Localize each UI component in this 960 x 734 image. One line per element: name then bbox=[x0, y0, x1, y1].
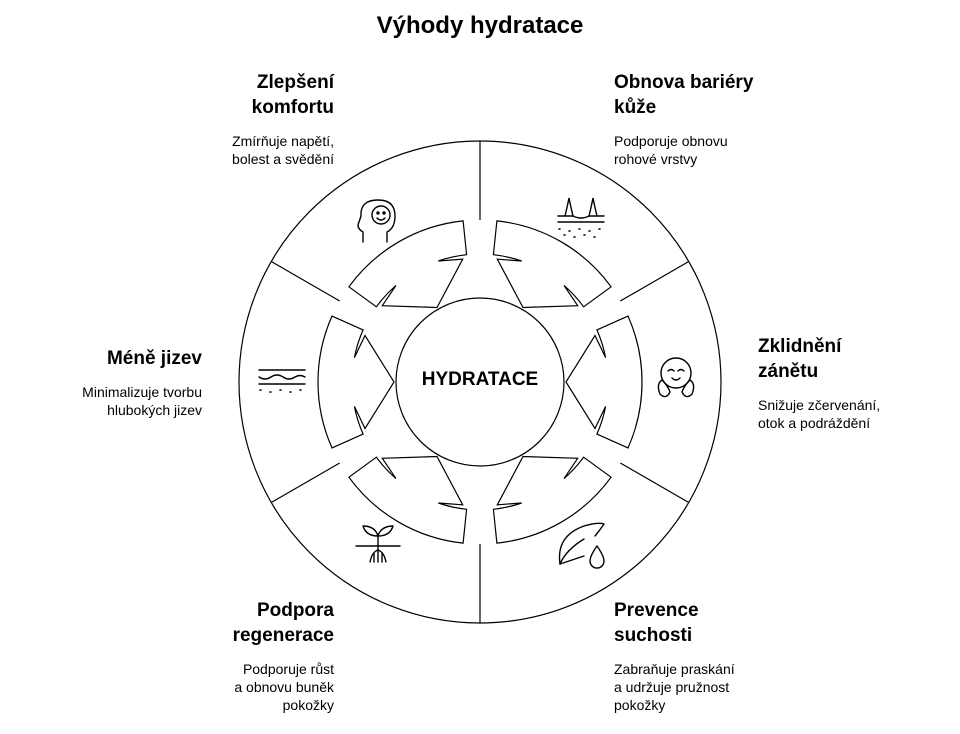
inward-arrow bbox=[348, 455, 468, 544]
benefit-description: Zabraňuje praskání a udržuje pružnost po… bbox=[614, 661, 735, 713]
benefit-heading: Zlepšení komfortu bbox=[251, 72, 334, 118]
benefit-regeneration: Podpora regenerace Podporuje růst a obno… bbox=[233, 598, 334, 714]
benefit-description: Podporuje růst a obnovu buněk pokožky bbox=[234, 661, 334, 713]
benefit-barrier: Obnova bariéry kůže Podporuje obnovu roh… bbox=[614, 70, 753, 168]
benefit-dryness: Prevence suchosti Zabraňuje praskání a u… bbox=[614, 598, 735, 714]
inward-arrow bbox=[348, 220, 468, 309]
leaf-drop-icon bbox=[558, 522, 605, 569]
benefit-description: Minimalizuje tvorbu hlubokých jizev bbox=[82, 384, 202, 418]
diagram-title: Výhody hydratace bbox=[376, 12, 584, 39]
segment-divider bbox=[619, 462, 690, 504]
benefit-scars: Méně jizev Minimalizuje tvorbu hlubokých… bbox=[82, 346, 202, 419]
center-label: HYDRATACE bbox=[421, 369, 539, 390]
smiling-head-icon bbox=[357, 199, 396, 243]
inward-arrow bbox=[492, 455, 612, 544]
center-circle bbox=[395, 297, 565, 467]
smooth-skin-icon bbox=[258, 369, 306, 393]
benefit-description: Podporuje obnovu rohové vrstvy bbox=[614, 133, 728, 167]
sprout-roots-icon bbox=[355, 525, 401, 563]
benefit-description: Snižuje zčervenání, otok a podráždění bbox=[758, 397, 881, 431]
benefit-heading: Zklidnění zánětu bbox=[758, 336, 842, 382]
inward-arrow bbox=[492, 220, 612, 309]
benefit-heading: Méně jizev bbox=[106, 348, 202, 369]
segment-divider bbox=[270, 462, 341, 504]
segment-divider bbox=[270, 260, 341, 302]
benefit-heading: Prevence suchosti bbox=[614, 600, 699, 646]
skin-barrier-icon bbox=[557, 197, 605, 238]
benefit-heading: Podpora regenerace bbox=[232, 600, 334, 646]
benefit-comfort: Zlepšení komfortu Zmírňuje napětí, boles… bbox=[232, 70, 334, 168]
segment-dividers bbox=[270, 141, 690, 623]
benefit-heading: Obnova bariéry kůže bbox=[614, 72, 754, 118]
benefit-inflammation: Zklidnění zánětu Snižuje zčervenání, oto… bbox=[758, 334, 880, 432]
inward-arrow bbox=[565, 315, 643, 449]
segment-divider bbox=[619, 260, 690, 302]
calm-face-hands-icon bbox=[657, 357, 695, 398]
benefit-description: Zmírňuje napětí, bolest a svědění bbox=[232, 133, 334, 167]
inward-arrow bbox=[317, 315, 395, 449]
inward-arrows bbox=[317, 220, 643, 544]
